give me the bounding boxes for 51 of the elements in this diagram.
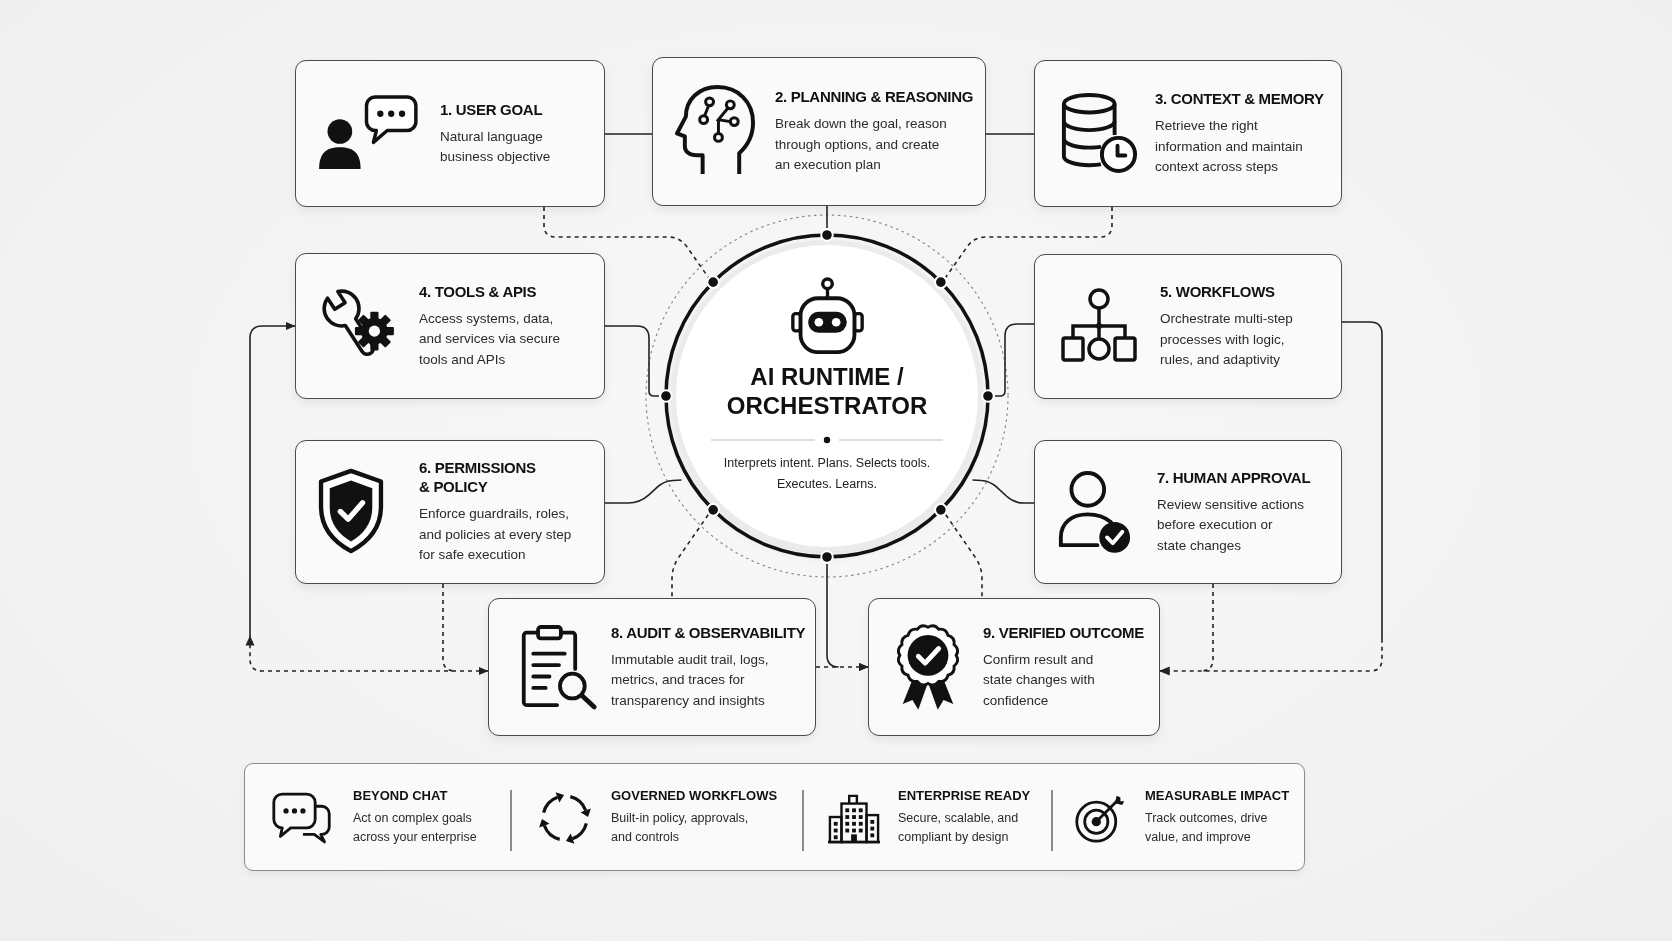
feature-description: Act on complex goals across your enterprise <box>353 810 478 846</box>
connector-line <box>604 479 683 504</box>
feature-description: Secure, scalable, and compliant by design <box>898 810 1020 846</box>
step-card <box>295 60 605 207</box>
step-card <box>1034 440 1342 584</box>
step-description: Natural language business objective <box>440 127 552 166</box>
feature-description: Built-in policy, approvals, and controls <box>611 810 750 846</box>
hub-description: Interprets intent. Plans. Selects tools. Executes. Learns. <box>722 455 932 493</box>
step-description: Enforce guardrails, roles, and policies at every step for safe execution <box>419 505 573 565</box>
feature-title: ENTERPRISE READY <box>898 787 1031 804</box>
step-card <box>652 57 986 206</box>
step-title: 4. TOOLS & APIS <box>419 281 537 301</box>
step-card <box>295 253 605 399</box>
step-description: Access systems, data, and services via secure tools and APIs <box>419 309 562 369</box>
connector-line <box>985 133 1035 135</box>
step-card <box>488 598 816 736</box>
step-title: 9. VERIFIED OUTCOME <box>983 622 1144 642</box>
step-title: 8. AUDIT & OBSERVABILITY <box>611 622 806 642</box>
dashed-connector-line <box>543 206 709 278</box>
dashed-connector-line <box>945 206 1113 278</box>
step-description: Orchestrate multi-step processes with logic, rules, and adaptivity <box>1160 310 1294 370</box>
step-description: Immutable audit trail, logs, metrics, and traces for transparency and insights <box>611 650 770 710</box>
hub-title: AI RUNTIME / ORCHESTRATOR <box>725 362 929 420</box>
connector-line <box>971 479 1035 504</box>
dashed-arrow <box>815 662 869 672</box>
connector-line <box>604 325 660 397</box>
step-description: Review sensitive actions before execution or state changes <box>1157 495 1305 555</box>
dashed-connector-line <box>671 514 709 599</box>
step-card <box>295 440 605 584</box>
connector-line <box>604 133 653 135</box>
dashed-arrow <box>1159 321 1383 676</box>
step-title: 1. USER GOAL <box>440 99 543 119</box>
dashed-connector-line <box>945 514 983 599</box>
step-title: 6. PERMISSIONS & POLICY <box>419 458 537 497</box>
step-description: Confirm result and state changes with confidence <box>983 650 1096 710</box>
step-description: Retrieve the right information and maintain context across steps <box>1155 117 1304 177</box>
connector-line <box>994 323 1035 397</box>
step-title: 7. HUMAN APPROVAL <box>1157 467 1311 487</box>
feature-panel <box>244 763 1305 871</box>
connector-line <box>826 205 828 229</box>
step-card <box>1034 254 1342 399</box>
feature-title: BEYOND CHAT <box>353 787 448 804</box>
feature-title: MEASURABLE IMPACT <box>1145 787 1290 804</box>
step-card <box>1034 60 1342 207</box>
step-card <box>868 598 1160 736</box>
step-title: 5. WORKFLOWS <box>1160 282 1275 302</box>
step-description: Break down the goal, reason through options, and create an execution plan <box>775 115 948 175</box>
step-title: 2. PLANNING & REASONING <box>775 87 974 107</box>
feature-description: Track outcomes, drive value, and improve <box>1145 810 1269 846</box>
step-title: 3. CONTEXT & MEMORY <box>1155 89 1324 109</box>
feature-title: GOVERNED WORKFLOWS <box>611 787 778 804</box>
